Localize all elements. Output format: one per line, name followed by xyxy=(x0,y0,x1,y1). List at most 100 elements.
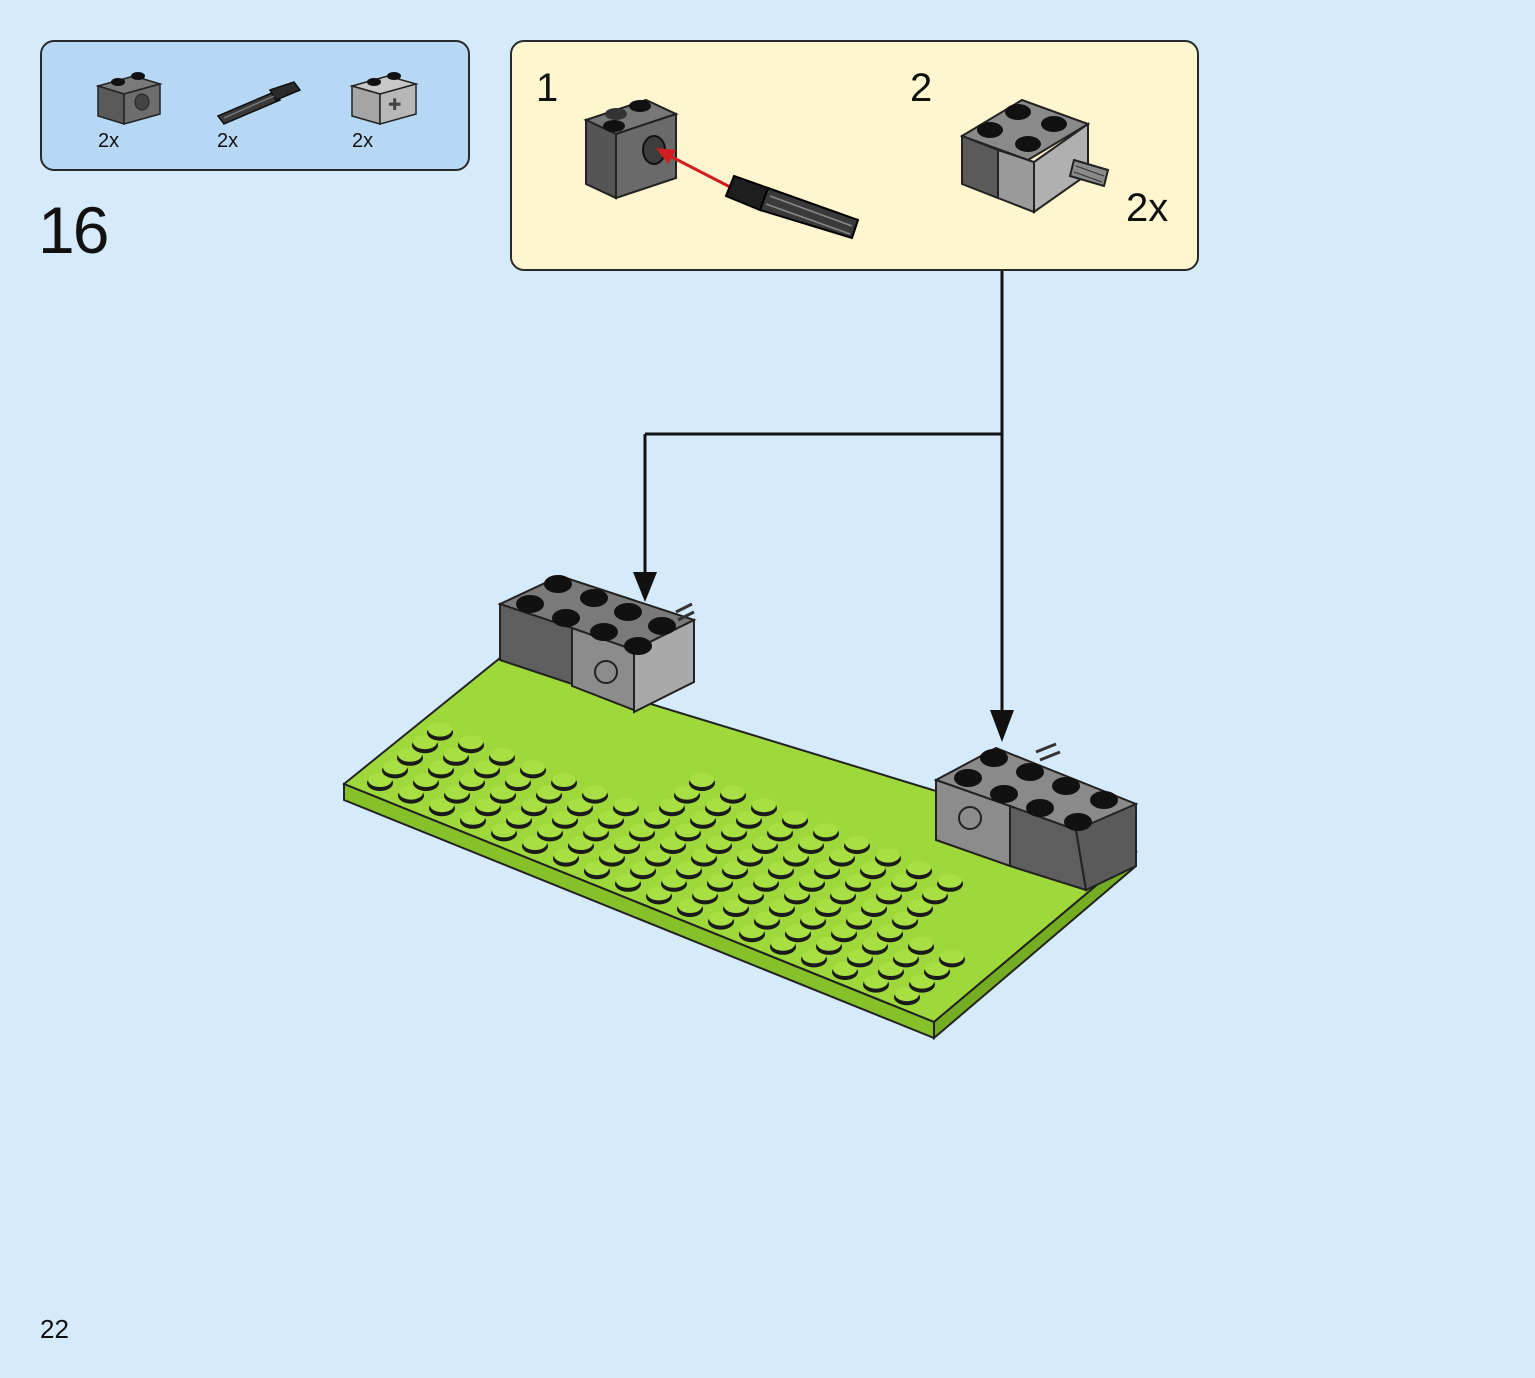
plate-stud xyxy=(398,747,422,762)
plate-stud xyxy=(677,861,701,876)
plate-stud xyxy=(492,823,516,838)
right-brick-assembly xyxy=(933,742,1139,892)
plate-stud xyxy=(908,899,932,913)
plate-stud xyxy=(616,873,640,888)
plate-stud xyxy=(583,785,607,800)
plate-stud xyxy=(830,848,854,863)
plate-stud xyxy=(615,836,639,850)
plate-stud xyxy=(461,810,485,825)
plate-stud xyxy=(552,773,576,787)
axle-icon xyxy=(216,81,302,125)
plate-stud xyxy=(523,836,547,850)
sub-assembly-callout: 1 2 2x xyxy=(510,40,1199,271)
plate-stud xyxy=(675,785,699,800)
plate-stud xyxy=(693,886,717,901)
plate-stud xyxy=(490,747,514,762)
plate-stud xyxy=(507,810,531,825)
page-number: 22 xyxy=(40,1314,69,1344)
plate-stud xyxy=(894,949,918,964)
plate-stud xyxy=(600,848,624,863)
plate-stud xyxy=(845,836,869,850)
plate-stud xyxy=(938,873,962,888)
plate-stud xyxy=(740,924,764,939)
sub-step-2-illustration xyxy=(959,98,1110,214)
plate-stud xyxy=(631,861,655,876)
plate-stud xyxy=(661,836,685,850)
plate-stud xyxy=(646,848,670,863)
step-number: 16 xyxy=(38,193,109,267)
plate-studs xyxy=(367,722,965,1006)
plate-stud xyxy=(428,722,452,737)
plate-stud xyxy=(460,773,484,787)
plate-stud xyxy=(879,962,903,976)
plate-stud xyxy=(585,861,609,876)
plate-stud xyxy=(878,924,902,939)
plate-stud xyxy=(707,836,731,850)
plate-stud xyxy=(768,823,792,838)
plate-stud xyxy=(832,924,856,939)
plate-stud xyxy=(769,861,793,876)
placement-arrow-left xyxy=(633,572,657,602)
plate-stud xyxy=(847,911,871,926)
plate-stud xyxy=(691,810,715,825)
plate-stud xyxy=(755,911,779,926)
plate-stud xyxy=(630,823,654,838)
plate-stud xyxy=(506,773,530,787)
plate-stud xyxy=(383,760,407,775)
plate-stud xyxy=(537,785,561,800)
plate-stud xyxy=(783,810,807,825)
plate-stud xyxy=(771,936,795,951)
plate-stud xyxy=(910,974,934,989)
left-brick-assembly xyxy=(497,574,697,714)
plate-stud xyxy=(522,798,546,813)
plate-stud xyxy=(862,899,886,913)
plate-stud xyxy=(690,773,714,787)
plate-stud xyxy=(721,785,745,800)
plate-stud xyxy=(459,735,483,750)
plate-stud xyxy=(785,886,809,901)
parts-list-box: 2x 2x ✚ 2x xyxy=(40,40,470,171)
plate-stud xyxy=(895,987,919,1002)
plate-stud xyxy=(709,911,733,926)
plate-stud xyxy=(414,773,438,787)
plate-stud xyxy=(833,962,857,976)
plate-stud xyxy=(569,836,593,850)
plate-stud xyxy=(662,873,686,888)
light-technic-brick-icon: ✚ xyxy=(349,72,419,125)
plate-stud xyxy=(940,949,964,964)
plate-stud xyxy=(800,873,824,888)
plate-stud xyxy=(786,924,810,939)
plate-stud xyxy=(846,873,870,888)
part-qty-2: 2x xyxy=(217,130,239,152)
plate-stud xyxy=(784,848,808,863)
plate-stud xyxy=(724,899,748,913)
plate-stud xyxy=(568,798,592,813)
plate-stud xyxy=(491,785,515,800)
plate-stud xyxy=(723,861,747,876)
plate-stud xyxy=(445,785,469,800)
plate-stud xyxy=(706,798,730,813)
sub-step-1-illustration xyxy=(583,98,860,240)
plate-stud xyxy=(676,823,700,838)
plate-stud xyxy=(893,911,917,926)
plate-stud xyxy=(770,899,794,913)
plate-stud xyxy=(861,861,885,876)
plate-stud xyxy=(909,936,933,951)
plate-stud xyxy=(752,798,776,813)
plate-stud xyxy=(831,886,855,901)
plate-stud xyxy=(892,873,916,888)
plate-stud xyxy=(538,823,562,838)
plate-stud xyxy=(817,936,841,951)
plate-stud xyxy=(863,936,887,951)
plate-stud xyxy=(584,823,608,838)
plate-stud xyxy=(645,810,669,825)
plate-stud xyxy=(814,823,838,838)
plate-stud xyxy=(925,962,949,976)
svg-text:✚: ✚ xyxy=(388,95,401,114)
plate-stud xyxy=(647,886,671,901)
plate-stud xyxy=(816,899,840,913)
plate-stud xyxy=(722,823,746,838)
plate-stud xyxy=(848,949,872,964)
